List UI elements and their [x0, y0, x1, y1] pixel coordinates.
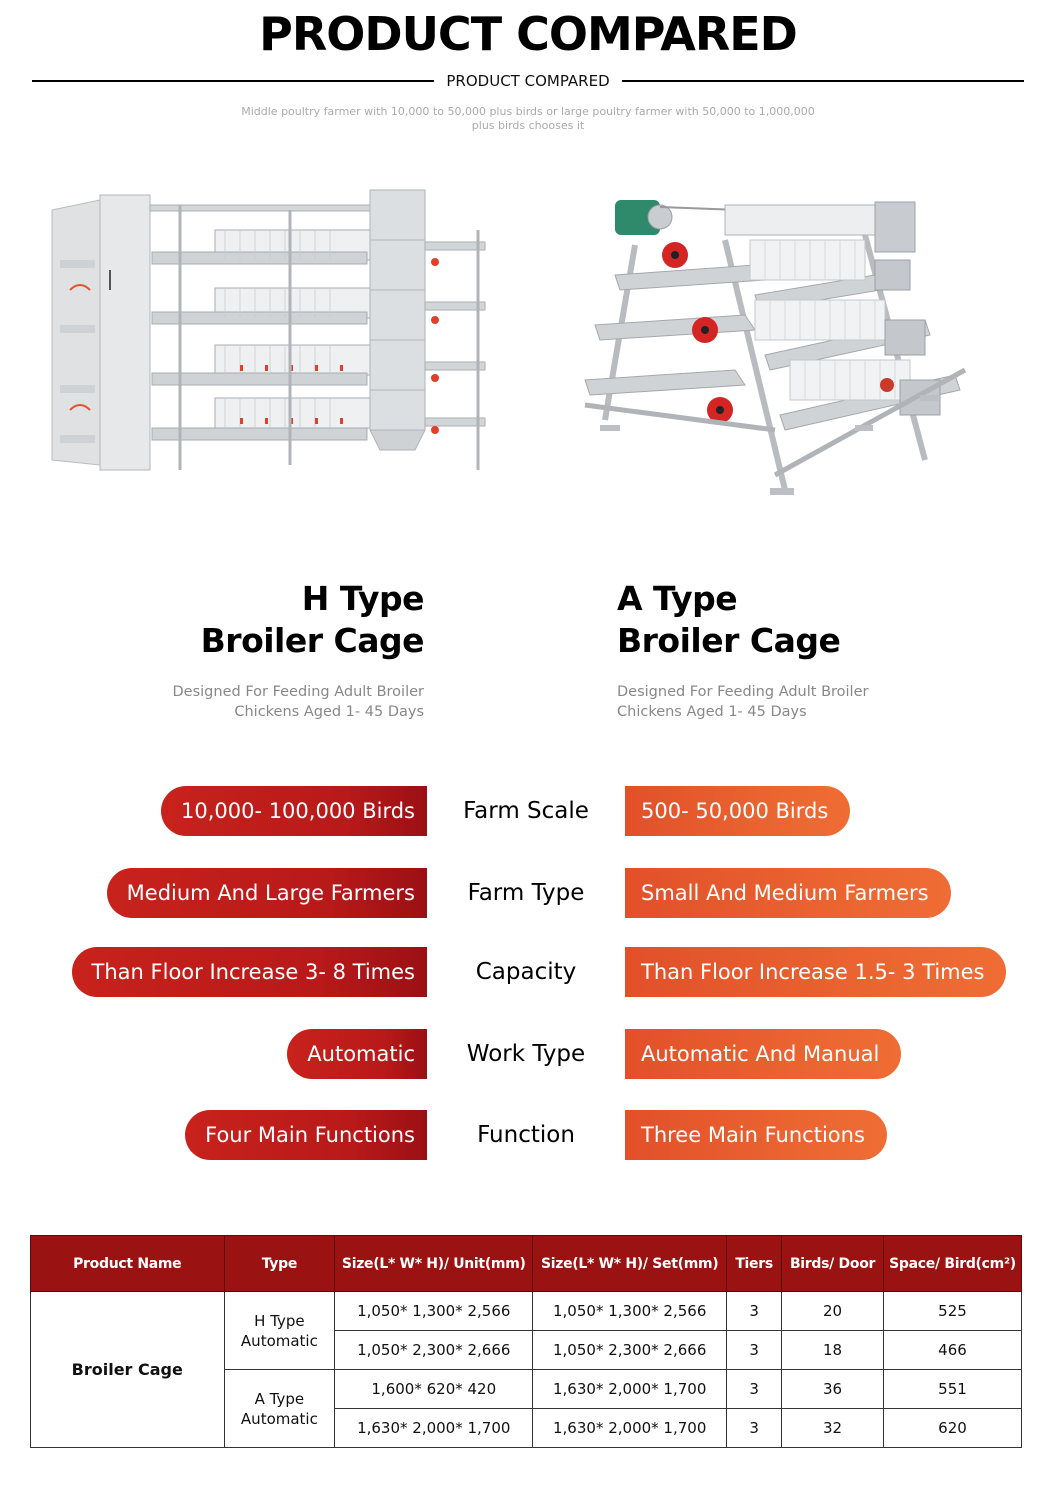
a-type-cage-illustration	[584, 200, 967, 495]
a-type-cage-image	[575, 180, 975, 510]
intro-text: Middle poultry farmer with 10,000 to 50,…	[241, 105, 815, 132]
h-type-cage-illustration	[51, 189, 486, 471]
comparison-label: Capacity	[475, 959, 577, 985]
type-line1: H Type	[254, 1311, 305, 1330]
comparison-label: Farm Scale	[463, 798, 589, 824]
type-cell: H Type Automatic	[223, 1291, 336, 1370]
a-type-value-pill: 500- 50,000 Birds	[625, 786, 851, 836]
tiers-cell: 3	[726, 1330, 783, 1370]
header-unit-size: Size(L* W* H)/ Unit(mm)	[334, 1235, 534, 1292]
set-size-cell: 1,630* 2,000* 1,700	[532, 1369, 728, 1409]
header-product-name: Product Name	[30, 1235, 225, 1292]
tiers-cell: 3	[726, 1291, 783, 1331]
a-type-value-pill: Small And Medium Farmers	[625, 868, 951, 918]
h-type-value-pill: 10,000- 100,000 Birds	[160, 786, 427, 836]
table-row: Broiler Cage H Type Automatic 1,050* 1,3…	[30, 1291, 1022, 1448]
type-cell: A Type Automatic	[223, 1369, 336, 1448]
set-size-cell: 1,050* 2,300* 2,666	[532, 1330, 728, 1370]
comparison-row-farm-type: Medium And Large Farmers Farm Type Small…	[0, 868, 1056, 918]
a-type-desc-line2: Chickens Aged 1- 45 Days	[617, 704, 807, 720]
h-type-description: Designed For Feeding Adult Broiler Chick…	[104, 682, 424, 722]
table-row: 1,050* 2,300* 2,666 1,050* 2,300* 2,666 …	[31, 1330, 1022, 1370]
header-type: Type	[223, 1235, 336, 1292]
type-line2: Automatic	[240, 1409, 318, 1428]
comparison-row-farm-scale: 10,000- 100,000 Birds Farm Scale 500- 50…	[0, 786, 1056, 836]
unit-size-cell: 1,600* 620* 420	[334, 1369, 534, 1409]
type-line1: A Type	[254, 1389, 305, 1408]
header-set-size: Size(L* W* H)/ Set(mm)	[532, 1235, 728, 1292]
birds-door-cell: 36	[781, 1369, 884, 1409]
comparison-row-work-type: Automatic Work Type Automatic And Manual	[0, 1029, 1056, 1079]
a-type-desc-line1: Designed For Feeding Adult Broiler	[617, 684, 869, 700]
table-header-row: Product Name Type Size(L* W* H)/ Unit(mm…	[30, 1235, 1022, 1292]
a-type-description: Designed For Feeding Adult Broiler Chick…	[617, 682, 937, 722]
a-type-heading-line2: Broiler Cage	[617, 621, 841, 660]
space-bird-cell: 620	[883, 1408, 1022, 1448]
tiers-cell: 3	[726, 1408, 783, 1448]
tiers-cell: 3	[726, 1369, 783, 1409]
header-birds-door: Birds/ Door	[781, 1235, 884, 1292]
product-name-cell: Broiler Cage	[30, 1291, 225, 1448]
h-type-value-pill: Than Floor Increase 3- 8 Times	[71, 947, 427, 997]
space-bird-cell: 466	[883, 1330, 1022, 1370]
page-title: PRODUCT COMPARED	[259, 7, 798, 61]
divider-line-right	[621, 80, 1025, 82]
birds-door-cell: 32	[781, 1408, 884, 1448]
h-type-heading-line1: H Type	[301, 579, 425, 618]
a-type-value-pill: Than Floor Increase 1.5- 3 Times	[625, 947, 1007, 997]
table-row: 1,630* 2,000* 1,700 1,630* 2,000* 1,700 …	[31, 1408, 1022, 1448]
section-divider: PRODUCT COMPARED	[32, 70, 1025, 92]
set-size-cell: 1,050* 1,300* 2,566	[532, 1291, 728, 1331]
comparison-label: Farm Type	[467, 880, 585, 906]
birds-door-cell: 18	[781, 1330, 884, 1370]
h-type-desc-line1: Designed For Feeding Adult Broiler	[172, 684, 424, 700]
h-type-desc-line2: Chickens Aged 1- 45 Days	[234, 704, 424, 720]
comparison-row-function: Four Main Functions Function Three Main …	[0, 1110, 1056, 1160]
h-type-cage-image	[40, 180, 490, 480]
header-space-bird: Space/ Bird(cm²)	[883, 1235, 1022, 1292]
comparison-label: Work Type	[466, 1041, 586, 1067]
comparison-label: Function	[477, 1122, 575, 1148]
a-type-value-pill: Three Main Functions	[625, 1110, 887, 1160]
a-type-heading: A Type Broiler Cage	[617, 578, 841, 662]
space-bird-cell: 551	[883, 1369, 1022, 1409]
h-type-value-pill: Medium And Large Farmers	[106, 868, 427, 918]
spec-table: Product Name Type Size(L* W* H)/ Unit(mm…	[30, 1235, 1022, 1448]
h-type-value-pill: Automatic	[287, 1029, 427, 1079]
h-type-heading: H Type Broiler Cage	[200, 578, 425, 662]
set-size-cell: 1,630* 2,000* 1,700	[532, 1408, 728, 1448]
unit-size-cell: 1,630* 2,000* 1,700	[334, 1408, 534, 1448]
h-type-value-pill: Four Main Functions	[185, 1110, 427, 1160]
table-row: A Type Automatic 1,600* 620* 420 1,630* …	[31, 1369, 1022, 1448]
unit-size-cell: 1,050* 2,300* 2,666	[334, 1330, 534, 1370]
space-bird-cell: 525	[883, 1291, 1022, 1331]
unit-size-cell: 1,050* 1,300* 2,566	[334, 1291, 534, 1331]
section-subtitle: PRODUCT COMPARED	[446, 72, 610, 90]
header-tiers: Tiers	[726, 1235, 783, 1292]
h-type-heading-line2: Broiler Cage	[200, 621, 425, 660]
divider-line-left	[32, 80, 435, 82]
a-type-heading-line1: A Type	[617, 579, 738, 618]
a-type-value-pill: Automatic And Manual	[625, 1029, 902, 1079]
comparison-row-capacity: Than Floor Increase 3- 8 Times Capacity …	[0, 947, 1056, 997]
type-line2: Automatic	[240, 1331, 318, 1350]
birds-door-cell: 20	[781, 1291, 884, 1331]
